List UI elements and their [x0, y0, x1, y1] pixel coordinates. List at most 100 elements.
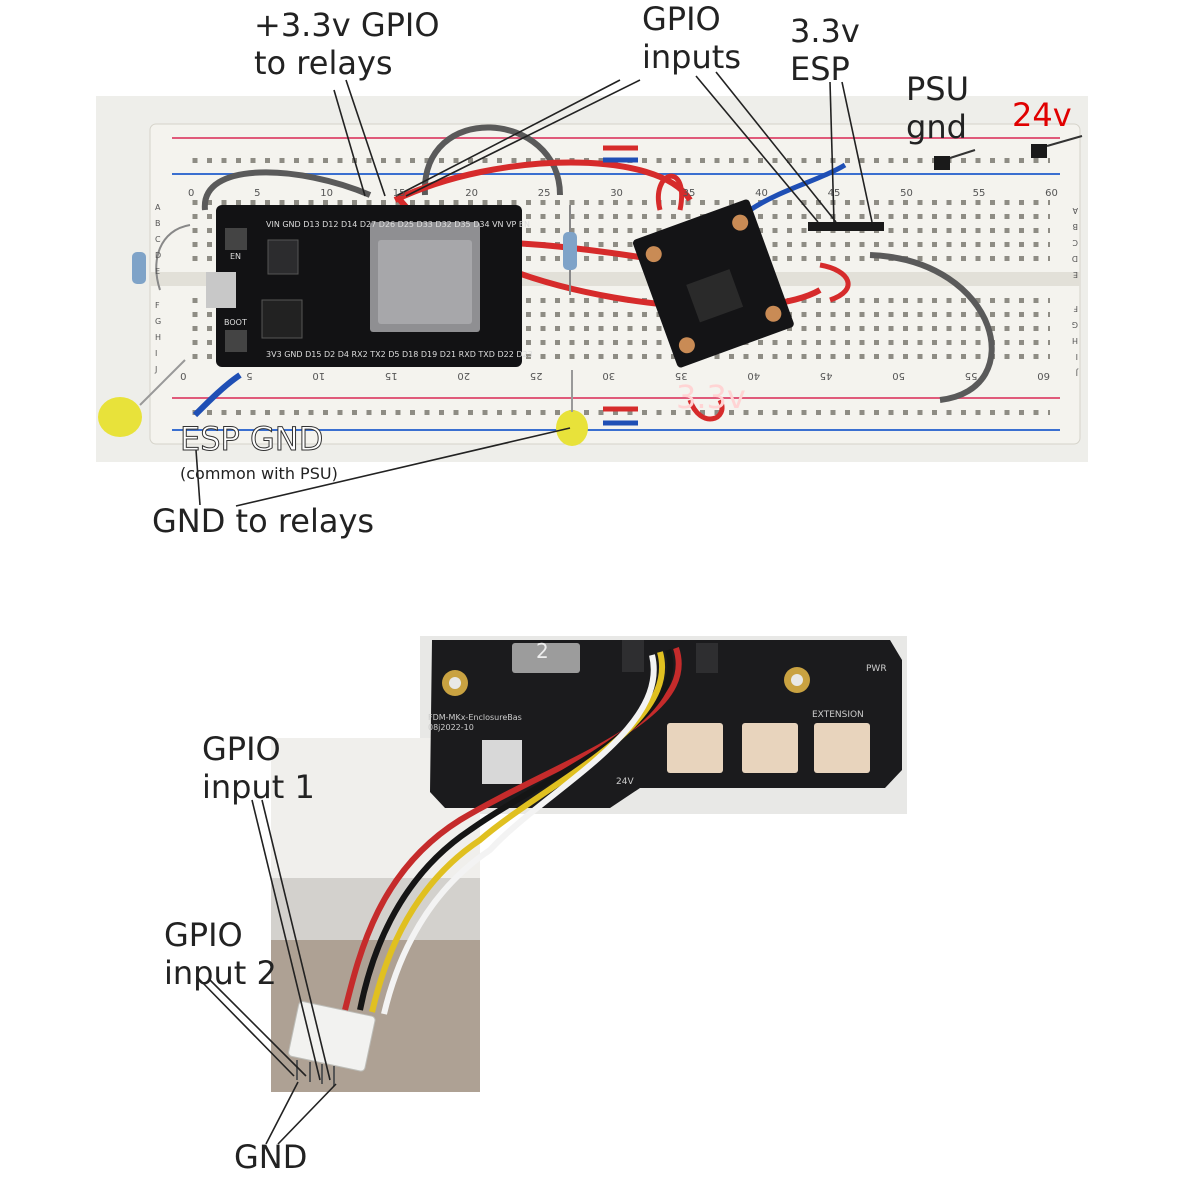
bb-num: 25 [537, 188, 551, 199]
pcb-pwr-label: PWR [866, 664, 887, 674]
bb-row: J [155, 365, 158, 374]
bb-num: 20 [457, 370, 471, 381]
label-esp-33v: 3.3v ESP [790, 12, 860, 88]
bb-num: 30 [602, 370, 616, 381]
bb-row: F [1073, 304, 1078, 313]
label-24v: 24v [1012, 96, 1072, 134]
header-pins [808, 222, 884, 231]
annotation-lines-bottom [197, 799, 337, 1145]
cable-red [342, 647, 682, 1011]
bb-num: 20 [465, 188, 478, 199]
label-common-with-psu: (common with PSU) [180, 464, 338, 483]
esp-en-label: EN [230, 252, 242, 261]
pcb-connector-2 [742, 723, 798, 773]
bb-num: 5 [246, 370, 253, 381]
pcb-qr [482, 740, 522, 784]
bb-num: 10 [320, 188, 333, 199]
annotation-lines-top [195, 71, 873, 507]
bb-num: 55 [964, 370, 978, 381]
breadboard-bottom-numbers: 60 55 50 45 40 35 30 25 20 15 10 5 0 [180, 370, 1050, 381]
bb-row: I [1075, 352, 1078, 361]
psu-gnd-pin [934, 156, 950, 170]
pcb-button-2 [696, 643, 718, 673]
pcb-silk-text: FDM-MKx-EnclosureBas 08j2022-10 [428, 713, 522, 732]
cable-white [381, 654, 657, 1015]
bb-num: 55 [972, 188, 986, 199]
label-gpio-input-1: GPIO input 1 [202, 730, 315, 806]
led-left-lead [139, 359, 186, 406]
blue-wire-1 [748, 162, 847, 213]
red-wire-4 [655, 173, 685, 211]
bb-row: A [1072, 206, 1078, 215]
breadboard-top-numbers: 0 5 10 15 20 25 30 35 40 45 50 55 60 [188, 188, 1058, 199]
esp-boot-label: BOOT [224, 318, 247, 327]
pcb-button-1 [622, 640, 644, 672]
bb-num: 25 [529, 370, 543, 381]
led-middle [556, 410, 588, 446]
label-gpio-inputs: GPIO inputs [642, 0, 741, 76]
bb-num: 30 [610, 188, 623, 199]
grey-wire-1 [201, 169, 372, 211]
pcb-extension-label: EXTENSION [812, 710, 864, 720]
bb-num: 15 [384, 370, 398, 381]
blue-wire-2 [192, 372, 242, 418]
pcb-fuse [512, 643, 580, 673]
bb-num: 15 [392, 188, 406, 199]
bb-row: C [155, 235, 161, 244]
psu-24v-pin [1031, 144, 1047, 158]
bb-row: E [155, 267, 161, 276]
bb-num: 10 [312, 370, 326, 381]
bb-num: 0 [180, 370, 187, 381]
pcb-connector-1 [667, 723, 723, 773]
breadboard-left-rows: A B C D E F G H I J [155, 200, 165, 378]
bb-num: 45 [819, 370, 833, 381]
label-gnd-to-relays: GND to relays [152, 502, 375, 540]
boot-button [225, 330, 247, 352]
label-psu-gnd: PSU gnd [906, 70, 970, 146]
bb-num: 40 [747, 370, 761, 381]
usb-port [206, 272, 236, 308]
label-gpio-input-2: GPIO input 2 [164, 916, 277, 992]
bb-row: G [1071, 320, 1078, 329]
breadboard-right-rows: J I H G F E D C B A [1068, 202, 1078, 380]
cable-black [357, 649, 674, 1011]
bb-num: 45 [827, 188, 841, 199]
pcb-24v-label: 24V [616, 777, 634, 787]
label-33v-board: 3.3v [676, 378, 746, 416]
red-wire-6 [687, 398, 725, 422]
label-gpio-to-relays: +3.3v GPIO to relays [254, 6, 440, 82]
esp-bottom-pins: 3V3 GND D15 D2 D4 RX2 TX2 D5 D18 D19 D21… [266, 350, 533, 359]
label-gnd: GND [234, 1138, 308, 1176]
bb-row: B [155, 219, 161, 228]
grey-wire-2 [421, 124, 563, 196]
bb-row: A [155, 203, 161, 212]
bb-num: 60 [1045, 188, 1058, 199]
bb-row: E [1072, 270, 1078, 279]
dcdc-converter [632, 199, 794, 368]
bb-row: J [1075, 368, 1078, 377]
bb-row: H [155, 333, 162, 342]
cable-yellow [369, 651, 665, 1013]
bb-row: F [155, 301, 160, 310]
bb-row: C [1072, 238, 1078, 247]
esp32-shield [378, 240, 472, 324]
led-left [98, 397, 142, 437]
bb-num: 50 [900, 188, 913, 199]
bb-row: I [155, 349, 158, 358]
bb-num: 0 [188, 188, 195, 199]
bb-num: 60 [1037, 370, 1050, 381]
pcb-fuse-label: 2 [536, 639, 549, 663]
bb-row: D [155, 251, 162, 260]
connector-pins [296, 1060, 335, 1086]
en-button [225, 228, 247, 250]
bb-num: 35 [682, 188, 696, 199]
bb-row: B [1072, 222, 1079, 231]
grey-wire-3 [869, 252, 995, 403]
red-wire-1 [393, 159, 693, 203]
resistor-left [132, 224, 191, 291]
label-esp-gnd: ESP GND [179, 420, 324, 459]
bb-num: 40 [755, 188, 768, 199]
bb-num: 5 [254, 188, 261, 199]
bb-row: G [155, 317, 162, 326]
